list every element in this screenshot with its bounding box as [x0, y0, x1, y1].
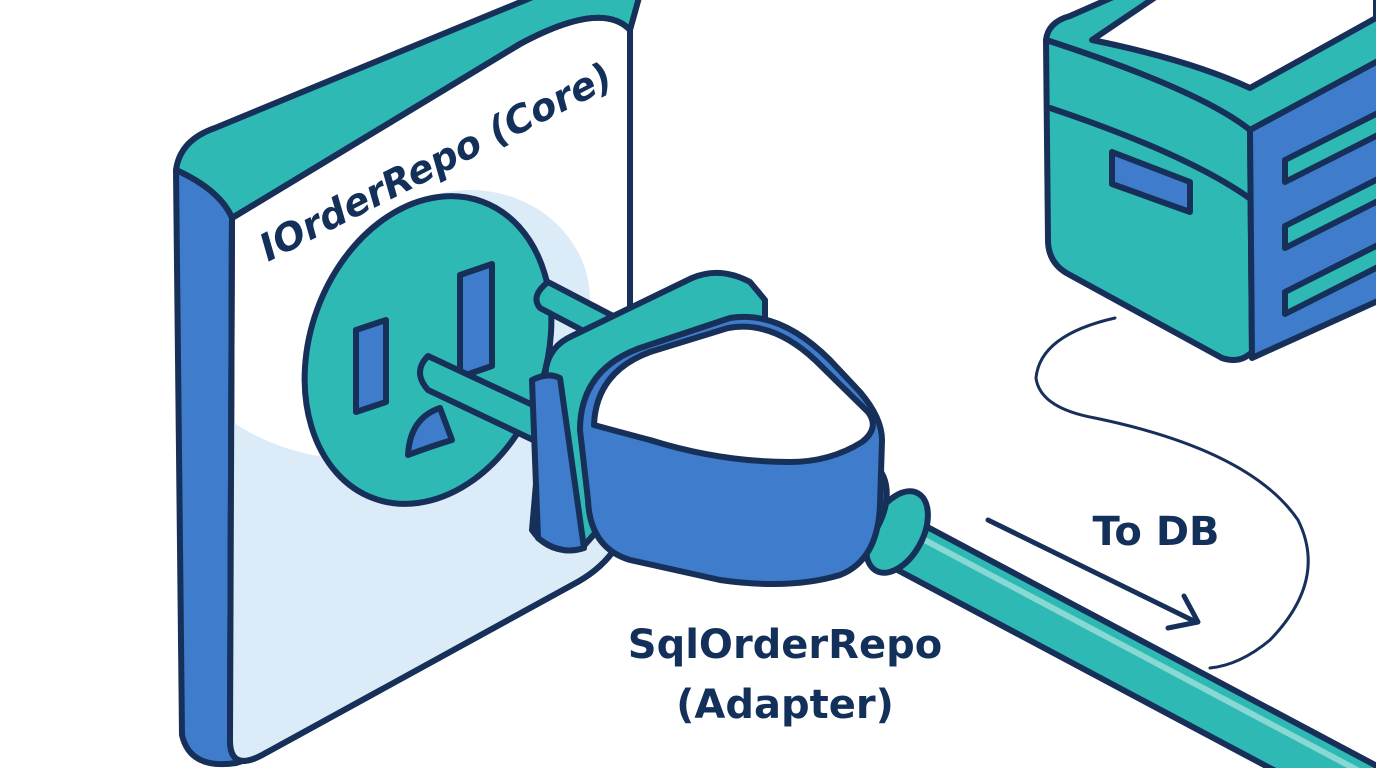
server-top-panel — [1089, 0, 1376, 91]
socket-slot-left — [353, 317, 389, 415]
db-connection-curve — [1034, 316, 1310, 670]
socket-slot-right — [457, 261, 495, 380]
arrow-shaft — [985, 517, 1199, 625]
database-server-icon — [1043, 0, 1376, 363]
arrow-head — [1165, 593, 1201, 631]
power-plug-icon — [417, 269, 885, 587]
plug-label-line2: (Adapter) — [676, 682, 894, 728]
server-vent-1 — [1282, 110, 1376, 185]
plug-label-line1: SqlOrderRepo — [628, 622, 942, 668]
plug-collar-side — [529, 372, 587, 554]
server-vent-2 — [1282, 176, 1376, 251]
server-drive-slot — [1109, 149, 1193, 215]
server-vent-3 — [1282, 242, 1376, 317]
plug-body-top — [591, 323, 876, 465]
arrow-right-icon — [985, 517, 1201, 631]
socket-ground-hole — [405, 405, 455, 458]
server-front-divider — [1047, 105, 1255, 203]
arrow-label: To DB — [1092, 509, 1219, 555]
